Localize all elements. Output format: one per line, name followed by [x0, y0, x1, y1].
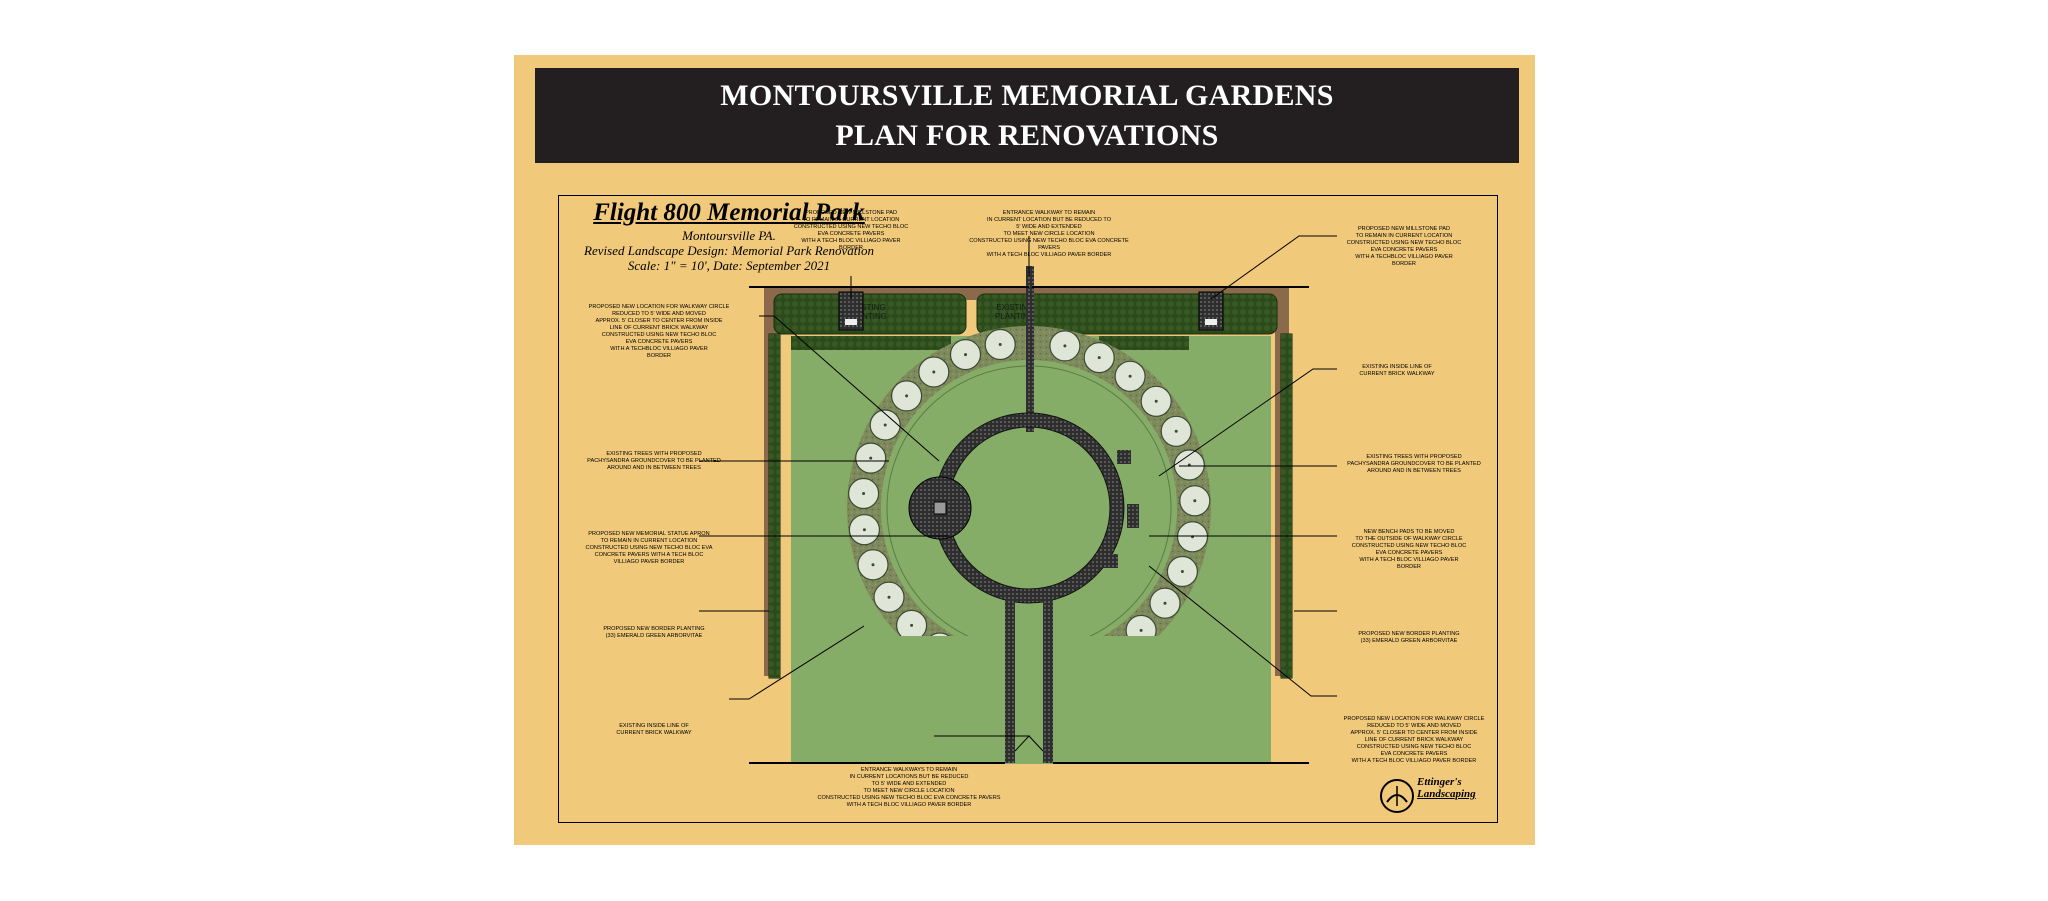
- note-trees-left: EXISTING TREES WITH PROPOSED PACHYSANDRA…: [587, 451, 721, 471]
- bench-pad-2: [1127, 504, 1139, 528]
- tree-trunk-26: [998, 343, 1002, 346]
- bench-pad-1: [1117, 450, 1131, 464]
- tree-trunk-2: [1097, 356, 1101, 360]
- design-subtitle: Revised Landscape Design: Memorial Park …: [584, 243, 874, 258]
- tree-trunk-18: [871, 563, 875, 567]
- tree-trunk-10: [1163, 601, 1167, 605]
- tree-trunk-19: [862, 528, 866, 532]
- park-title: Flight 800 Memorial Park: [593, 199, 865, 226]
- logo-name: Ettinger's Landscaping: [1417, 776, 1476, 800]
- tree-trunk-17: [887, 595, 891, 599]
- note-inside-line-right: EXISTING INSIDE LINE OF CURRENT BRICK WA…: [1359, 364, 1435, 377]
- note-walkway-circle-left: PROPOSED NEW LOCATION FOR WALKWAY CIRCLE…: [588, 304, 730, 359]
- tree-trunk-5: [1174, 429, 1178, 433]
- note-entrance-bottom: ENTRANCE WALKWAYS TO REMAIN IN CURRENT L…: [817, 767, 1001, 808]
- tree-trunk-24: [932, 370, 936, 374]
- note-border-right: PROPOSED NEW BORDER PLANTING (33) EMERAL…: [1358, 631, 1460, 644]
- bench-pad-3: [1104, 554, 1118, 568]
- note-millstone-right: PROPOSED NEW MILLSTONE PAD TO REMAIN IN …: [1346, 226, 1462, 267]
- park-location: Montoursville PA.: [682, 228, 776, 243]
- note-entrance-top: ENTRANCE WALKWAY TO REMAIN IN CURRENT LO…: [969, 210, 1129, 258]
- existing-planting-right-label: EXISTING: [996, 303, 1033, 312]
- tree-trunk-20: [862, 492, 866, 495]
- tree-trunk-9: [1180, 570, 1184, 573]
- tree-trunk-21: [869, 456, 873, 460]
- poster: MONTOURSVILLE MEMORIAL GARDENS PLAN FOR …: [514, 55, 1535, 845]
- banner-title-line-2: PLAN FOR RENOVATIONS: [835, 118, 1219, 152]
- note-bench-pads: NEW BENCH PADS TO BE MOVED TO THE OUTSID…: [1351, 529, 1467, 570]
- banner-title-line-1: MONTOURSVILLE MEMORIAL GARDENS: [720, 78, 1334, 112]
- tree-trunk-7: [1193, 499, 1197, 503]
- title-banner: MONTOURSVILLE MEMORIAL GARDENS PLAN FOR …: [535, 68, 1519, 163]
- note-inside-line-left: EXISTING INSIDE LINE OF CURRENT BRICK WA…: [616, 723, 692, 736]
- tree-trunk-1: [1063, 344, 1067, 348]
- tree-trunk-23: [905, 394, 909, 398]
- note-border-left: PROPOSED NEW BORDER PLANTING (33) EMERAL…: [603, 626, 705, 639]
- note-trees-right: EXISTING TREES WITH PROPOSED PACHYSANDRA…: [1347, 454, 1481, 474]
- entrance-walkway-top: [1026, 266, 1034, 432]
- tree-trunk-16: [910, 623, 914, 627]
- existing-planting-left-label: EXISTING: [848, 303, 885, 312]
- note-millstone-left: PROPOSED NEW MILLSTONE PAD TO REMAIN IN …: [793, 210, 909, 251]
- tree-trunk-4: [1154, 399, 1158, 403]
- tree-trunk-22: [883, 423, 887, 427]
- site-plan: EXISTING PLANTING EXISTING PLANTING: [558, 195, 1498, 823]
- tree-trunk-11: [1139, 628, 1143, 632]
- memorial-statue: [933, 501, 947, 515]
- note-walkway-circle-right: PROPOSED NEW LOCATION FOR WALKWAY CIRCLE…: [1343, 716, 1485, 764]
- svg-text:PLANTING: PLANTING: [847, 312, 887, 321]
- logo-emblem-icon: [1380, 779, 1414, 813]
- leader-lines: [699, 235, 1337, 752]
- tree-trunk-3: [1128, 374, 1132, 378]
- svg-text:PLANTING: PLANTING: [995, 312, 1035, 321]
- company-logo: Ettinger's Landscaping: [1379, 776, 1491, 820]
- tree-trunk-25: [964, 353, 967, 357]
- note-statue-apron: PROPOSED NEW MEMORIAL STATUE APRON TO RE…: [585, 531, 713, 565]
- scale-date: Scale: 1" = 10', Date: September 2021: [627, 258, 831, 273]
- title-block: Flight 800 Memorial Park Montoursville P…: [559, 198, 899, 273]
- site-plan-drawing: EXISTING PLANTING EXISTING PLANTING: [699, 235, 1337, 764]
- existing-planting-left: [773, 293, 967, 335]
